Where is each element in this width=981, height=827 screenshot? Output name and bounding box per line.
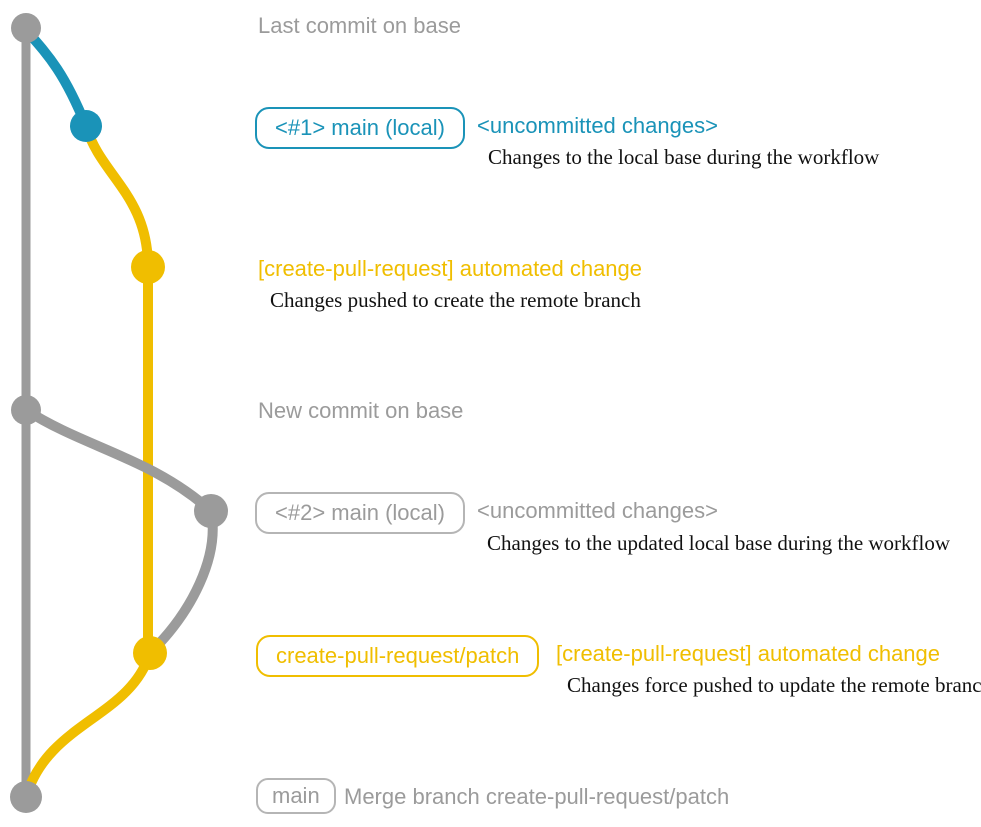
- commit-dot-merge: [10, 781, 42, 813]
- branch-badge-patch: create-pull-request/patch: [256, 635, 540, 677]
- commit-dot-new-base: [11, 395, 41, 425]
- note-uncommitted-changes-2: <uncommitted changes>: [477, 498, 718, 523]
- commit-dot-patch-1: [131, 250, 165, 284]
- local-main-branch-curve-1: [21, 25, 91, 131]
- commit-dot-local-main-1: [70, 110, 102, 142]
- branch-badge-main-local-1: <#1> main (local): [255, 107, 465, 149]
- note-automated-change-1: [create-pull-request] automated change: [258, 256, 643, 281]
- description-force-push-update-branch: Changes force pushed to update the remot…: [567, 673, 981, 697]
- commit-dot-last-base: [11, 13, 41, 43]
- patch-branch-curve-top: [81, 121, 153, 272]
- description-local-base-changes: Changes to the local base during the wor…: [488, 145, 880, 169]
- branch-badge-main: main: [256, 778, 336, 814]
- description-updated-local-base-changes: Changes to the updated local base during…: [487, 531, 951, 555]
- note-automated-change-2: [create-pull-request] automated change: [556, 641, 941, 666]
- branch-badge-main-local-2: <#2> main (local): [255, 492, 465, 534]
- local-main-branch-curve-2: [21, 405, 218, 658]
- description-push-create-branch: Changes pushed to create the remote bran…: [270, 288, 641, 312]
- note-uncommitted-changes-1: <uncommitted changes>: [477, 113, 718, 138]
- note-merge-branch: Merge branch create-pull-request/patch: [344, 784, 730, 809]
- patch-branch-merge-curve: [21, 648, 155, 802]
- git-graph: [10, 13, 228, 813]
- label-last-commit-on-base: Last commit on base: [258, 13, 461, 38]
- commit-dot-patch-2: [133, 636, 167, 670]
- label-new-commit-on-base: New commit on base: [258, 398, 464, 423]
- commit-dot-local-main-2: [194, 494, 228, 528]
